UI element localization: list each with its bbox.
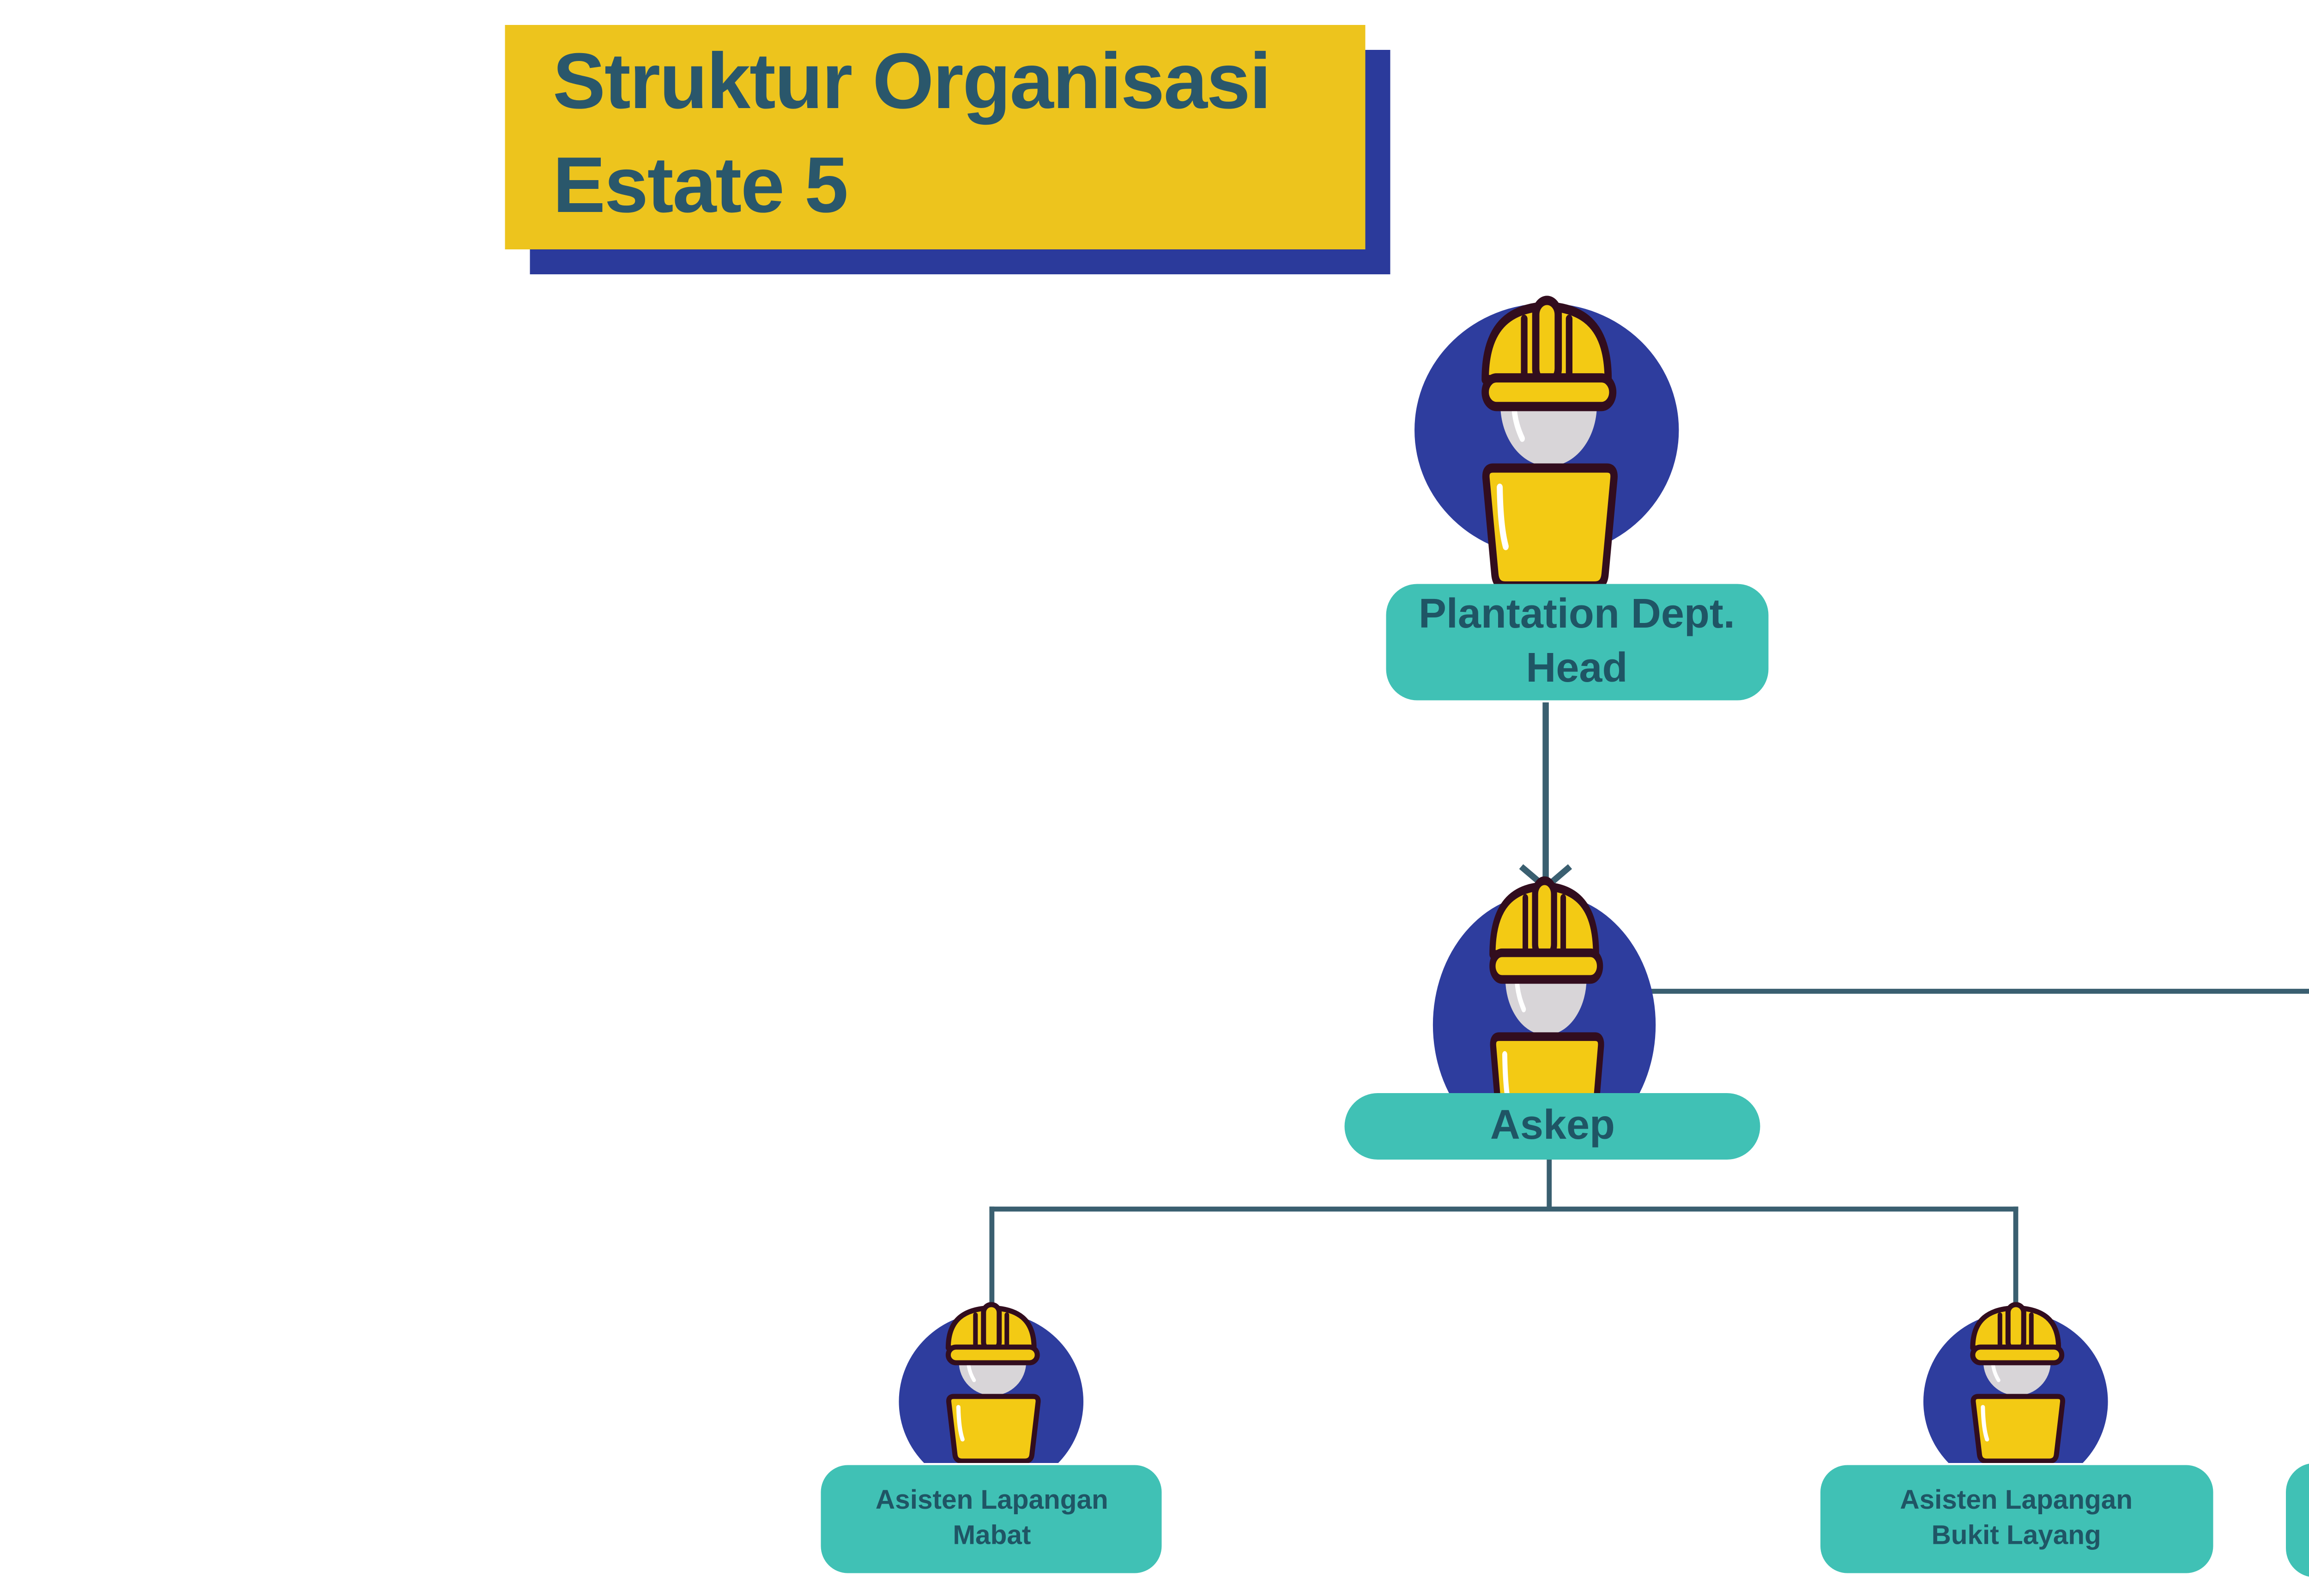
node-label-line2: Bukit Layang bbox=[1931, 1518, 2101, 1550]
worker-icon bbox=[899, 1293, 1084, 1464]
node-label-line1: Plantation Dept. bbox=[1418, 591, 1735, 637]
worker-icon bbox=[1433, 861, 1656, 1151]
node-askep: Askep bbox=[1345, 1093, 1760, 1160]
node-label-line1: Asisten Lapangan bbox=[1900, 1483, 2133, 1515]
worker-icon bbox=[1923, 1293, 2108, 1464]
node-ktu: KTU bbox=[2286, 1462, 2309, 1577]
node-label-line1: Askep bbox=[1490, 1102, 1615, 1149]
page-title-line2: Estate 5 bbox=[553, 143, 848, 231]
node-label-line2: Mabat bbox=[953, 1518, 1031, 1550]
node-plantation-dept-head: Plantation Dept. Head bbox=[1386, 584, 1768, 700]
title-card: Struktur Organisasi Estate 5 bbox=[505, 25, 1366, 249]
node-label-line2: Head bbox=[1526, 646, 1628, 692]
page-title-line1: Struktur Organisasi bbox=[553, 39, 1271, 127]
node-asisten-lapangan-mabat: Asisten Lapangan Mabat bbox=[821, 1465, 1162, 1572]
node-asisten-lapangan-bukit-layang: Asisten Lapangan Bukit Layang bbox=[1819, 1465, 2213, 1572]
node-label-line1: Asisten Lapangan bbox=[875, 1483, 1108, 1515]
worker-icon bbox=[1414, 278, 1680, 590]
